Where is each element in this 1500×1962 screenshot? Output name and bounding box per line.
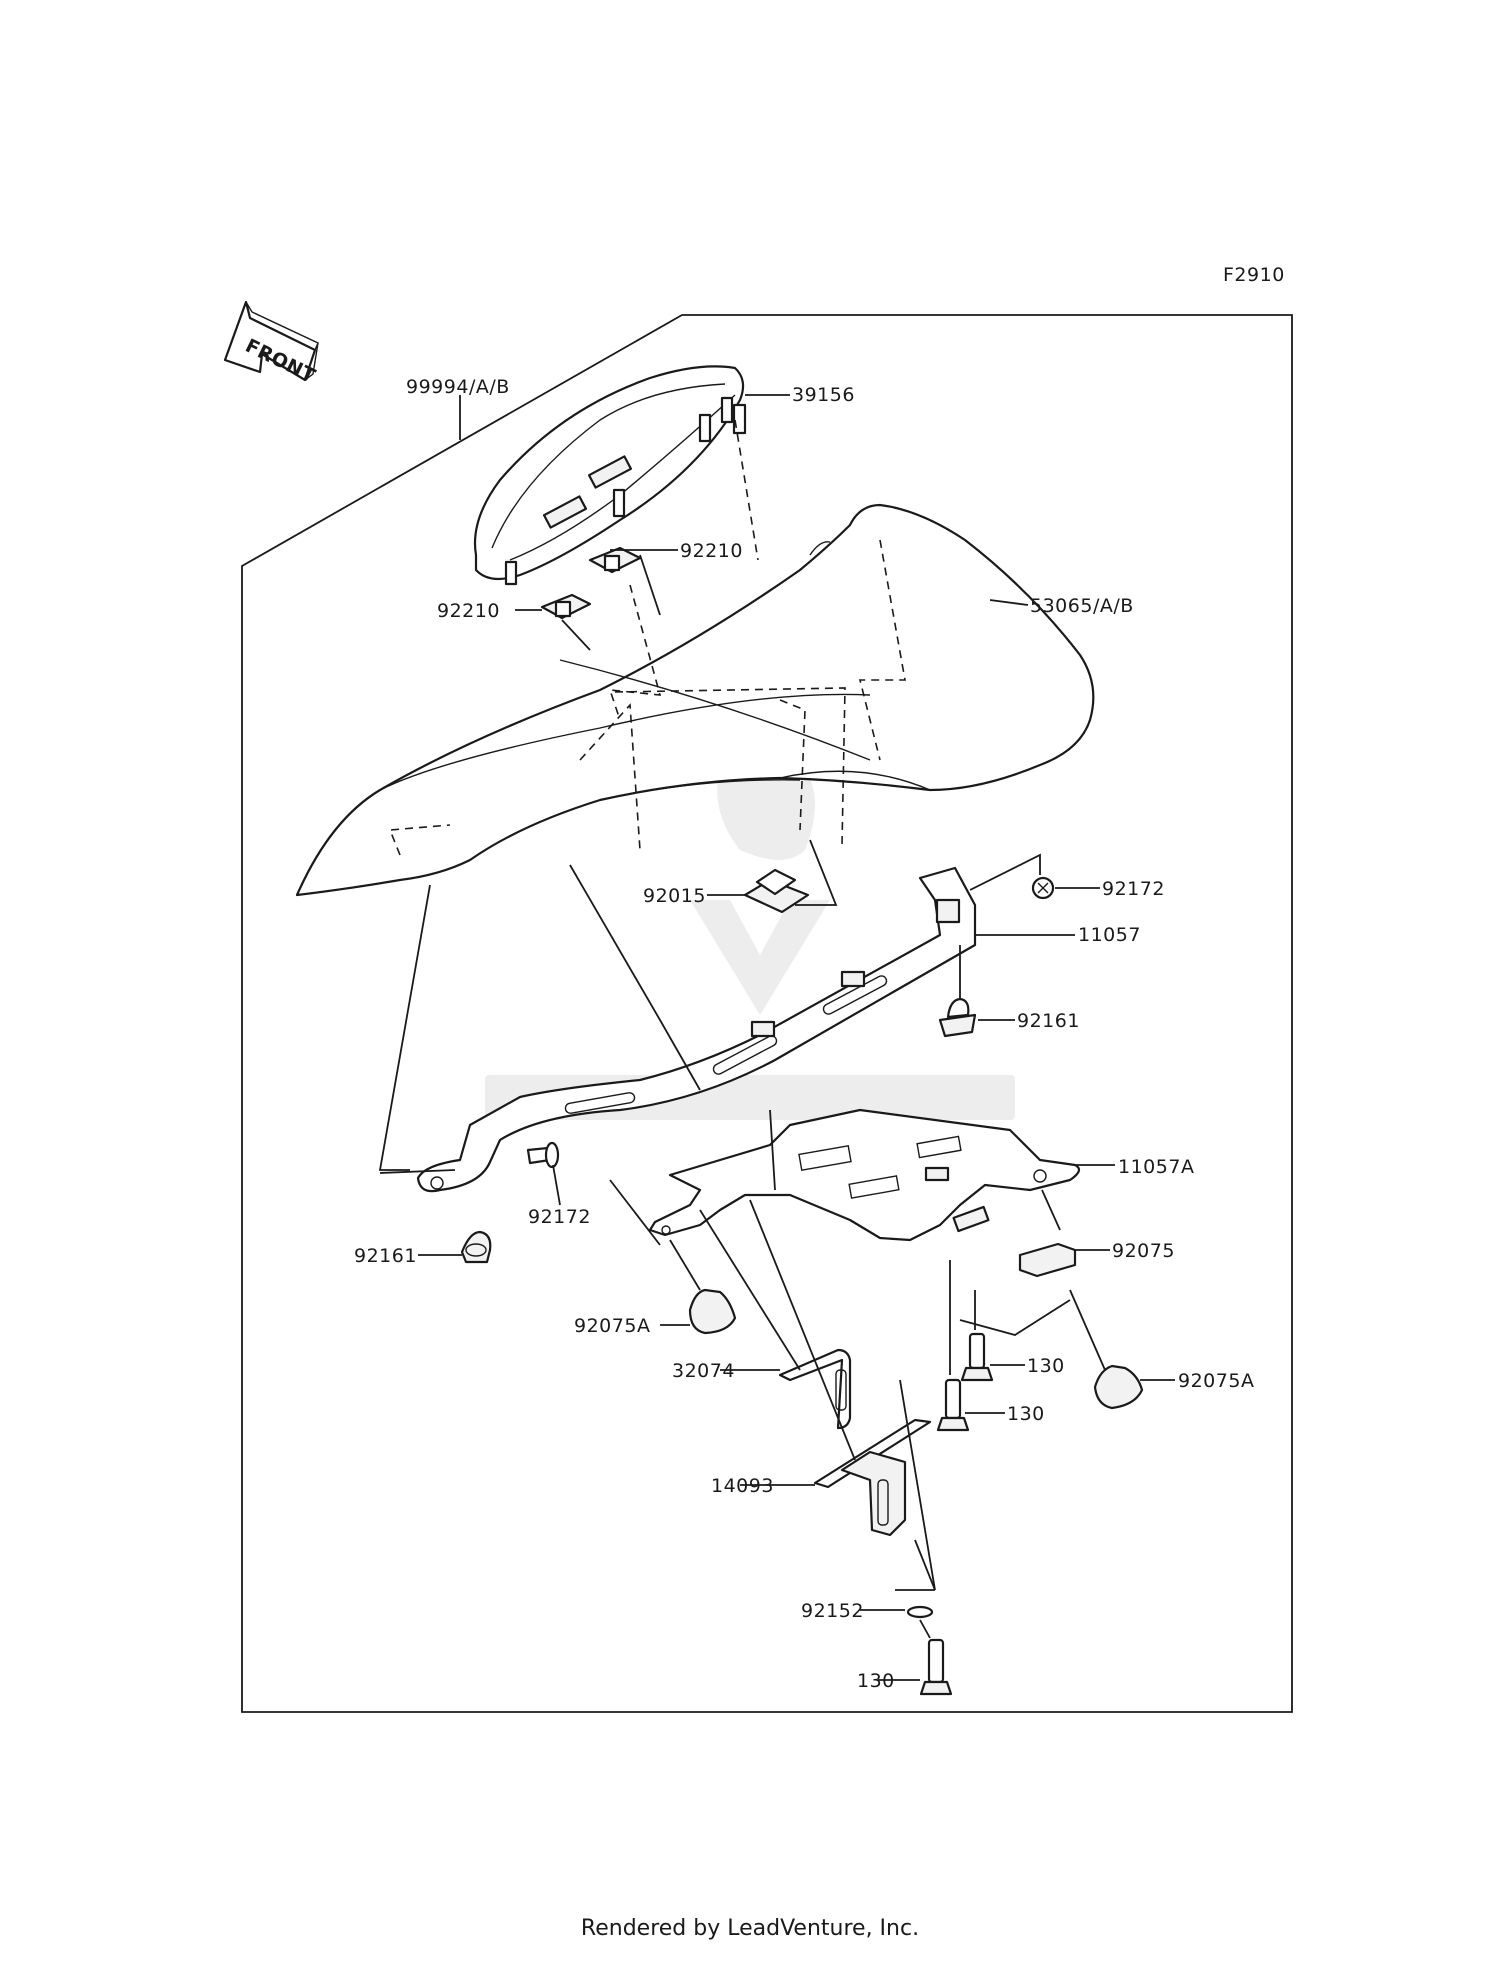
bolt-92172-left xyxy=(526,1141,560,1169)
grommet-92161-right xyxy=(938,997,977,1038)
damper-92075A-right xyxy=(1093,1364,1144,1410)
leader-lines xyxy=(378,394,1175,1681)
callout-130-b: 130 xyxy=(1007,1403,1045,1425)
cover-14093 xyxy=(813,1418,932,1537)
callout-130-c: 130 xyxy=(857,1670,895,1692)
front-arrow-icon: FRONT xyxy=(223,300,319,387)
bolt-92172-right xyxy=(1031,876,1055,900)
seat-cover-53065 xyxy=(295,503,1095,897)
callout-92172-left: 92172 xyxy=(528,1206,591,1228)
callout-92161-right: 92161 xyxy=(1017,1010,1080,1032)
bracket-11057 xyxy=(416,866,977,1193)
callout-11057A: 11057A xyxy=(1118,1156,1194,1178)
grommet-92161-left xyxy=(460,1230,492,1264)
callout-92210-lower: 92210 xyxy=(437,600,500,622)
callout-92152: 92152 xyxy=(801,1600,864,1622)
callout-32074: 32074 xyxy=(672,1360,735,1382)
clip-92015 xyxy=(743,868,810,914)
washer-92152 xyxy=(906,1605,934,1619)
callout-11057: 11057 xyxy=(1078,924,1141,946)
callout-92015: 92015 xyxy=(643,885,706,907)
callout-99994: 99994/A/B xyxy=(406,376,510,398)
seat-cowl-99994 xyxy=(473,365,747,586)
callout-39156: 39156 xyxy=(792,384,855,406)
callout-53065: 53065/A/B xyxy=(1030,595,1134,617)
callout-92161-left: 92161 xyxy=(354,1245,417,1267)
bolt-130-c xyxy=(919,1638,953,1696)
bolt-130-b xyxy=(936,1378,970,1432)
bracket-32074 xyxy=(778,1348,852,1430)
assembly-guides xyxy=(388,419,906,856)
callout-14093: 14093 xyxy=(711,1475,774,1497)
callout-92075A-left: 92075A xyxy=(574,1315,650,1337)
bolt-130-a xyxy=(960,1332,994,1382)
grommet-92210-upper xyxy=(588,546,642,574)
callout-92075: 92075 xyxy=(1112,1240,1175,1262)
bracket-11057A xyxy=(648,1108,1081,1242)
diagram-code: F2910 xyxy=(1223,264,1285,286)
damper-92075A-left xyxy=(688,1288,737,1335)
callout-130-a: 130 xyxy=(1027,1355,1065,1377)
damper-92075 xyxy=(1018,1242,1077,1278)
callout-92172-right: 92172 xyxy=(1102,878,1165,900)
callout-labels: 99994/A/B 39156 92210 92210 53065/A/B 92… xyxy=(354,376,1254,1692)
frame-outline xyxy=(241,314,1293,1713)
grommet-92210-lower xyxy=(540,593,592,620)
callout-92210-upper: 92210 xyxy=(680,540,743,562)
callout-92075A-right: 92075A xyxy=(1178,1370,1254,1392)
footer-credit: Rendered by LeadVenture, Inc. xyxy=(580,1916,920,1941)
